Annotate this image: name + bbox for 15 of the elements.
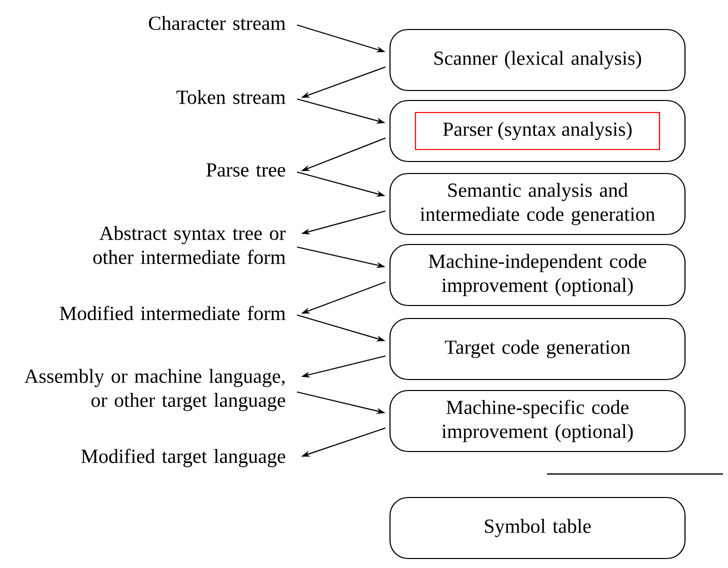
stream-label: Token stream bbox=[176, 90, 286, 104]
phase-box: Machine-independent code improvement (optional) bbox=[389, 244, 686, 306]
phase-box: Scanner (lexical analysis) bbox=[389, 28, 686, 92]
stream-label: Parse tree bbox=[206, 163, 286, 177]
stream-label: Assembly or machine language, or other target language bbox=[24, 368, 286, 412]
phase-box: Target code generation bbox=[389, 318, 686, 380]
stream-label: Abstract syntax tree or other intermediate form bbox=[93, 226, 286, 264]
phase-box: Symbol table bbox=[389, 496, 686, 560]
stream-label: Character stream bbox=[148, 16, 286, 30]
stream-label: Modified target language bbox=[81, 448, 286, 468]
highlight-box: Parser (syntax analysis) bbox=[414, 112, 660, 150]
phase-box: Semantic analysis and intermediate code generation bbox=[389, 172, 686, 236]
phase-box bbox=[389, 100, 686, 162]
stream-label: Modified intermediate form bbox=[60, 306, 286, 320]
phase-box: Machine-specific code improvement (optional) bbox=[389, 390, 686, 452]
